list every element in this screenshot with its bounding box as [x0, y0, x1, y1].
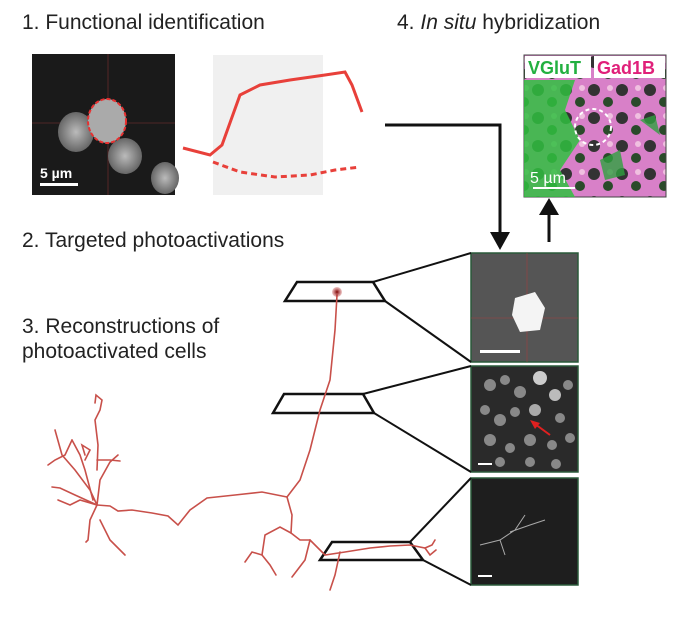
cell-outline [574, 108, 612, 146]
photoactivation-panel [470, 252, 579, 363]
response-trace [182, 70, 364, 157]
step4-italic: In situ [420, 11, 477, 34]
photoactivated-soma [332, 287, 342, 297]
scale-bar-label: 5 µm [530, 170, 566, 187]
calcium-trace-panel [182, 55, 364, 195]
baseline-trace [212, 160, 361, 179]
step2-label: 2. Targeted photoactivations [22, 229, 285, 252]
vglut-label: VGluT [528, 58, 581, 78]
step3-label-line1: 3. Reconstructions of [22, 315, 220, 338]
step1-label: 1. Functional identification [22, 11, 265, 34]
step4-label: 4. In situ hybridization [397, 11, 600, 35]
step3-label-line2: photoactivated cells [22, 340, 207, 363]
step4-suffix: hybridization [476, 11, 601, 34]
ish-image: VGluT Gad1B 5 µm [523, 54, 667, 198]
step4-prefix: 4. [397, 11, 421, 34]
selected-cell-outline [87, 98, 127, 144]
gad1b-label: Gad1B [597, 58, 655, 78]
scale-bar [40, 183, 78, 186]
functional-image: 5 µm [32, 54, 179, 195]
scale-bar-label: 5 µm [40, 165, 72, 181]
red-arrow-icon [530, 420, 540, 429]
plane-middle [270, 392, 377, 415]
flow-arrow [385, 123, 502, 235]
projection-panel [470, 477, 579, 586]
imaging-planes [270, 252, 472, 586]
arrowhead-down-icon [490, 232, 510, 250]
arrowhead-up-icon [539, 198, 559, 215]
scale-bar [533, 187, 575, 189]
midlevel-panel [470, 365, 579, 473]
reconstructed-neuron [47, 294, 437, 591]
